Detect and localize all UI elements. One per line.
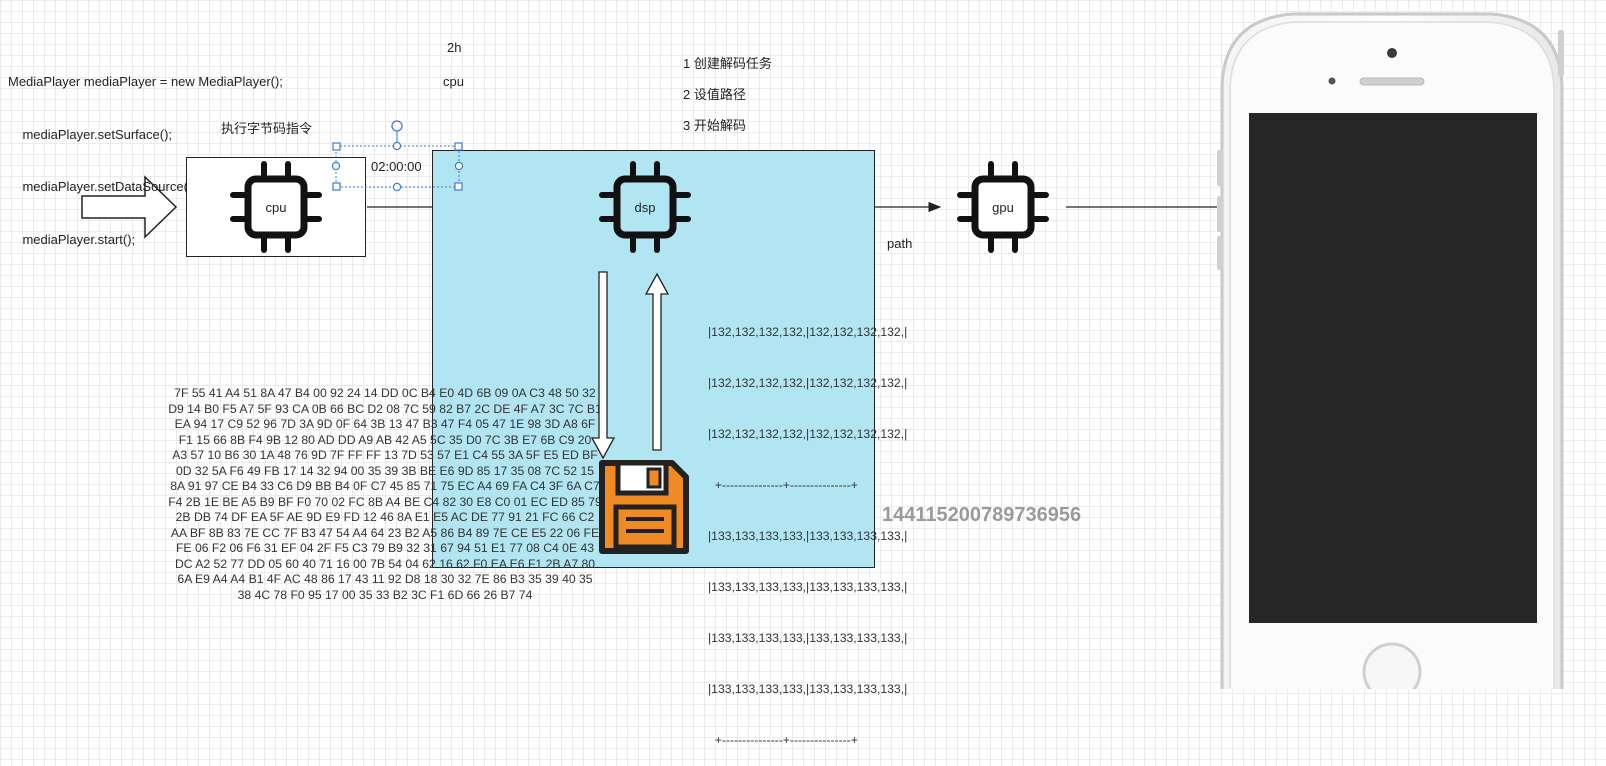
decode-steps: 1 创建解码任务 2 设值路径 3 开始解码 (683, 55, 772, 148)
up-arrow-icon (644, 272, 670, 451)
code-line: mediaPlayer.setSurface(); (8, 126, 173, 142)
table-row: |133,133,133,133,|133,133,133,133,| (708, 580, 908, 594)
hex-line: 6A E9 A4 A4 B1 4F AC 48 86 17 43 11 92 D… (177, 572, 593, 586)
pixel-value-table: |132,132,132,132,|132,132,132,132,| |132… (708, 290, 907, 766)
table-row: |133,133,133,133,|133,133,133,133,| (708, 682, 908, 696)
bytecode-label: 执行字节码指令 (221, 121, 313, 136)
table-row: |133,133,133,133,|133,133,133,133,| (708, 529, 908, 543)
hex-line: DC A2 52 77 DD 05 60 40 71 16 00 7B 54 0… (174, 556, 596, 571)
code-line: MediaPlayer mediaPlayer = new MediaPlaye… (8, 74, 283, 89)
hex-line: A3 57 10 B6 30 1A 48 76 9D 7F FF FF 13 7… (172, 448, 598, 462)
table-row: |133,133,133,133,|133,133,133,133,| (708, 631, 908, 645)
selection-handles[interactable] (330, 120, 466, 194)
step-create-task: 1 创建解码任务 (683, 56, 772, 71)
selected-text-element[interactable]: 02:00:00 (331, 120, 464, 192)
step-start-decode: 3 开始解码 (683, 118, 746, 133)
down-arrow-icon (590, 271, 616, 460)
big-number-label: 144115200789736956 (882, 504, 1082, 526)
phone-screen[interactable] (1249, 113, 1537, 623)
hex-line: 8A 91 97 CE B4 33 C6 D9 BB B4 0F C7 45 8… (170, 479, 600, 493)
cpu-chip-label: cpu (265, 200, 287, 215)
hex-line: D9 14 B0 F5 A7 5F 93 CA 0B 66 BC D2 08 7… (168, 401, 602, 416)
hex-line: EA 94 17 C9 52 96 7D 3A 9D 0F 64 3B 13 4… (174, 417, 596, 431)
hex-line: F4 2B 1E BE A5 B9 BF F0 70 02 FC 8B A4 B… (168, 494, 602, 509)
table-row: |132,132,132,132,|132,132,132,132,| (708, 376, 908, 390)
timestamp-label: 02:00:00 (371, 159, 422, 174)
code-line: mediaPlayer.start(); (8, 231, 136, 247)
read-write-arrows (590, 271, 670, 460)
hex-line: 7F 55 41 A4 51 8A 47 B4 00 92 24 14 DD 0… (174, 386, 596, 400)
hex-line: 0D 32 5A F6 49 FB 17 14 32 94 00 35 39 3… (175, 463, 595, 478)
hex-line: AA BF 8B 83 7E CC 7F B3 47 54 A4 64 23 B… (170, 525, 600, 540)
gpu-chip-icon (957, 161, 1049, 253)
hex-dump: 7F 55 41 A4 51 8A 47 B4 00 92 24 14 DD 0… (120, 386, 650, 603)
hex-line: 2B DB 74 DF EA 5F AE 9D E9 FD 12 46 8A E… (175, 510, 595, 524)
table-row: +---------------+---------------+ (708, 478, 858, 492)
code-snippet: MediaPlayer mediaPlayer = new MediaPlaye… (8, 38, 298, 266)
table-row: |132,132,132,132,|132,132,132,132,| (708, 325, 908, 339)
hex-line: FE 06 F2 06 F6 31 EF 04 2F F5 C3 79 B9 3… (175, 541, 595, 555)
dsp-chip-icon (599, 161, 691, 253)
cpu-chip-icon (230, 161, 322, 253)
path-label: path (887, 236, 913, 251)
dsp-chip-label: dsp (634, 200, 656, 215)
floppy-disk-icon (599, 460, 689, 554)
hex-line: F1 15 66 8B F4 9B 12 80 AD DD A9 AB 42 A… (178, 432, 592, 447)
input-arrow-icon (81, 175, 178, 239)
cpu-caption-label: cpu (443, 74, 464, 89)
step-set-path: 2 设值路径 (683, 87, 746, 102)
gpu-chip-label: gpu (992, 200, 1014, 215)
hex-line: 38 4C 78 F0 95 17 00 35 33 B2 3C F1 6D 6… (237, 587, 533, 602)
table-row: +---------------+---------------+ (708, 733, 858, 747)
table-row: |132,132,132,132,|132,132,132,132,| (708, 427, 908, 441)
duration-label: 2h (447, 40, 462, 55)
